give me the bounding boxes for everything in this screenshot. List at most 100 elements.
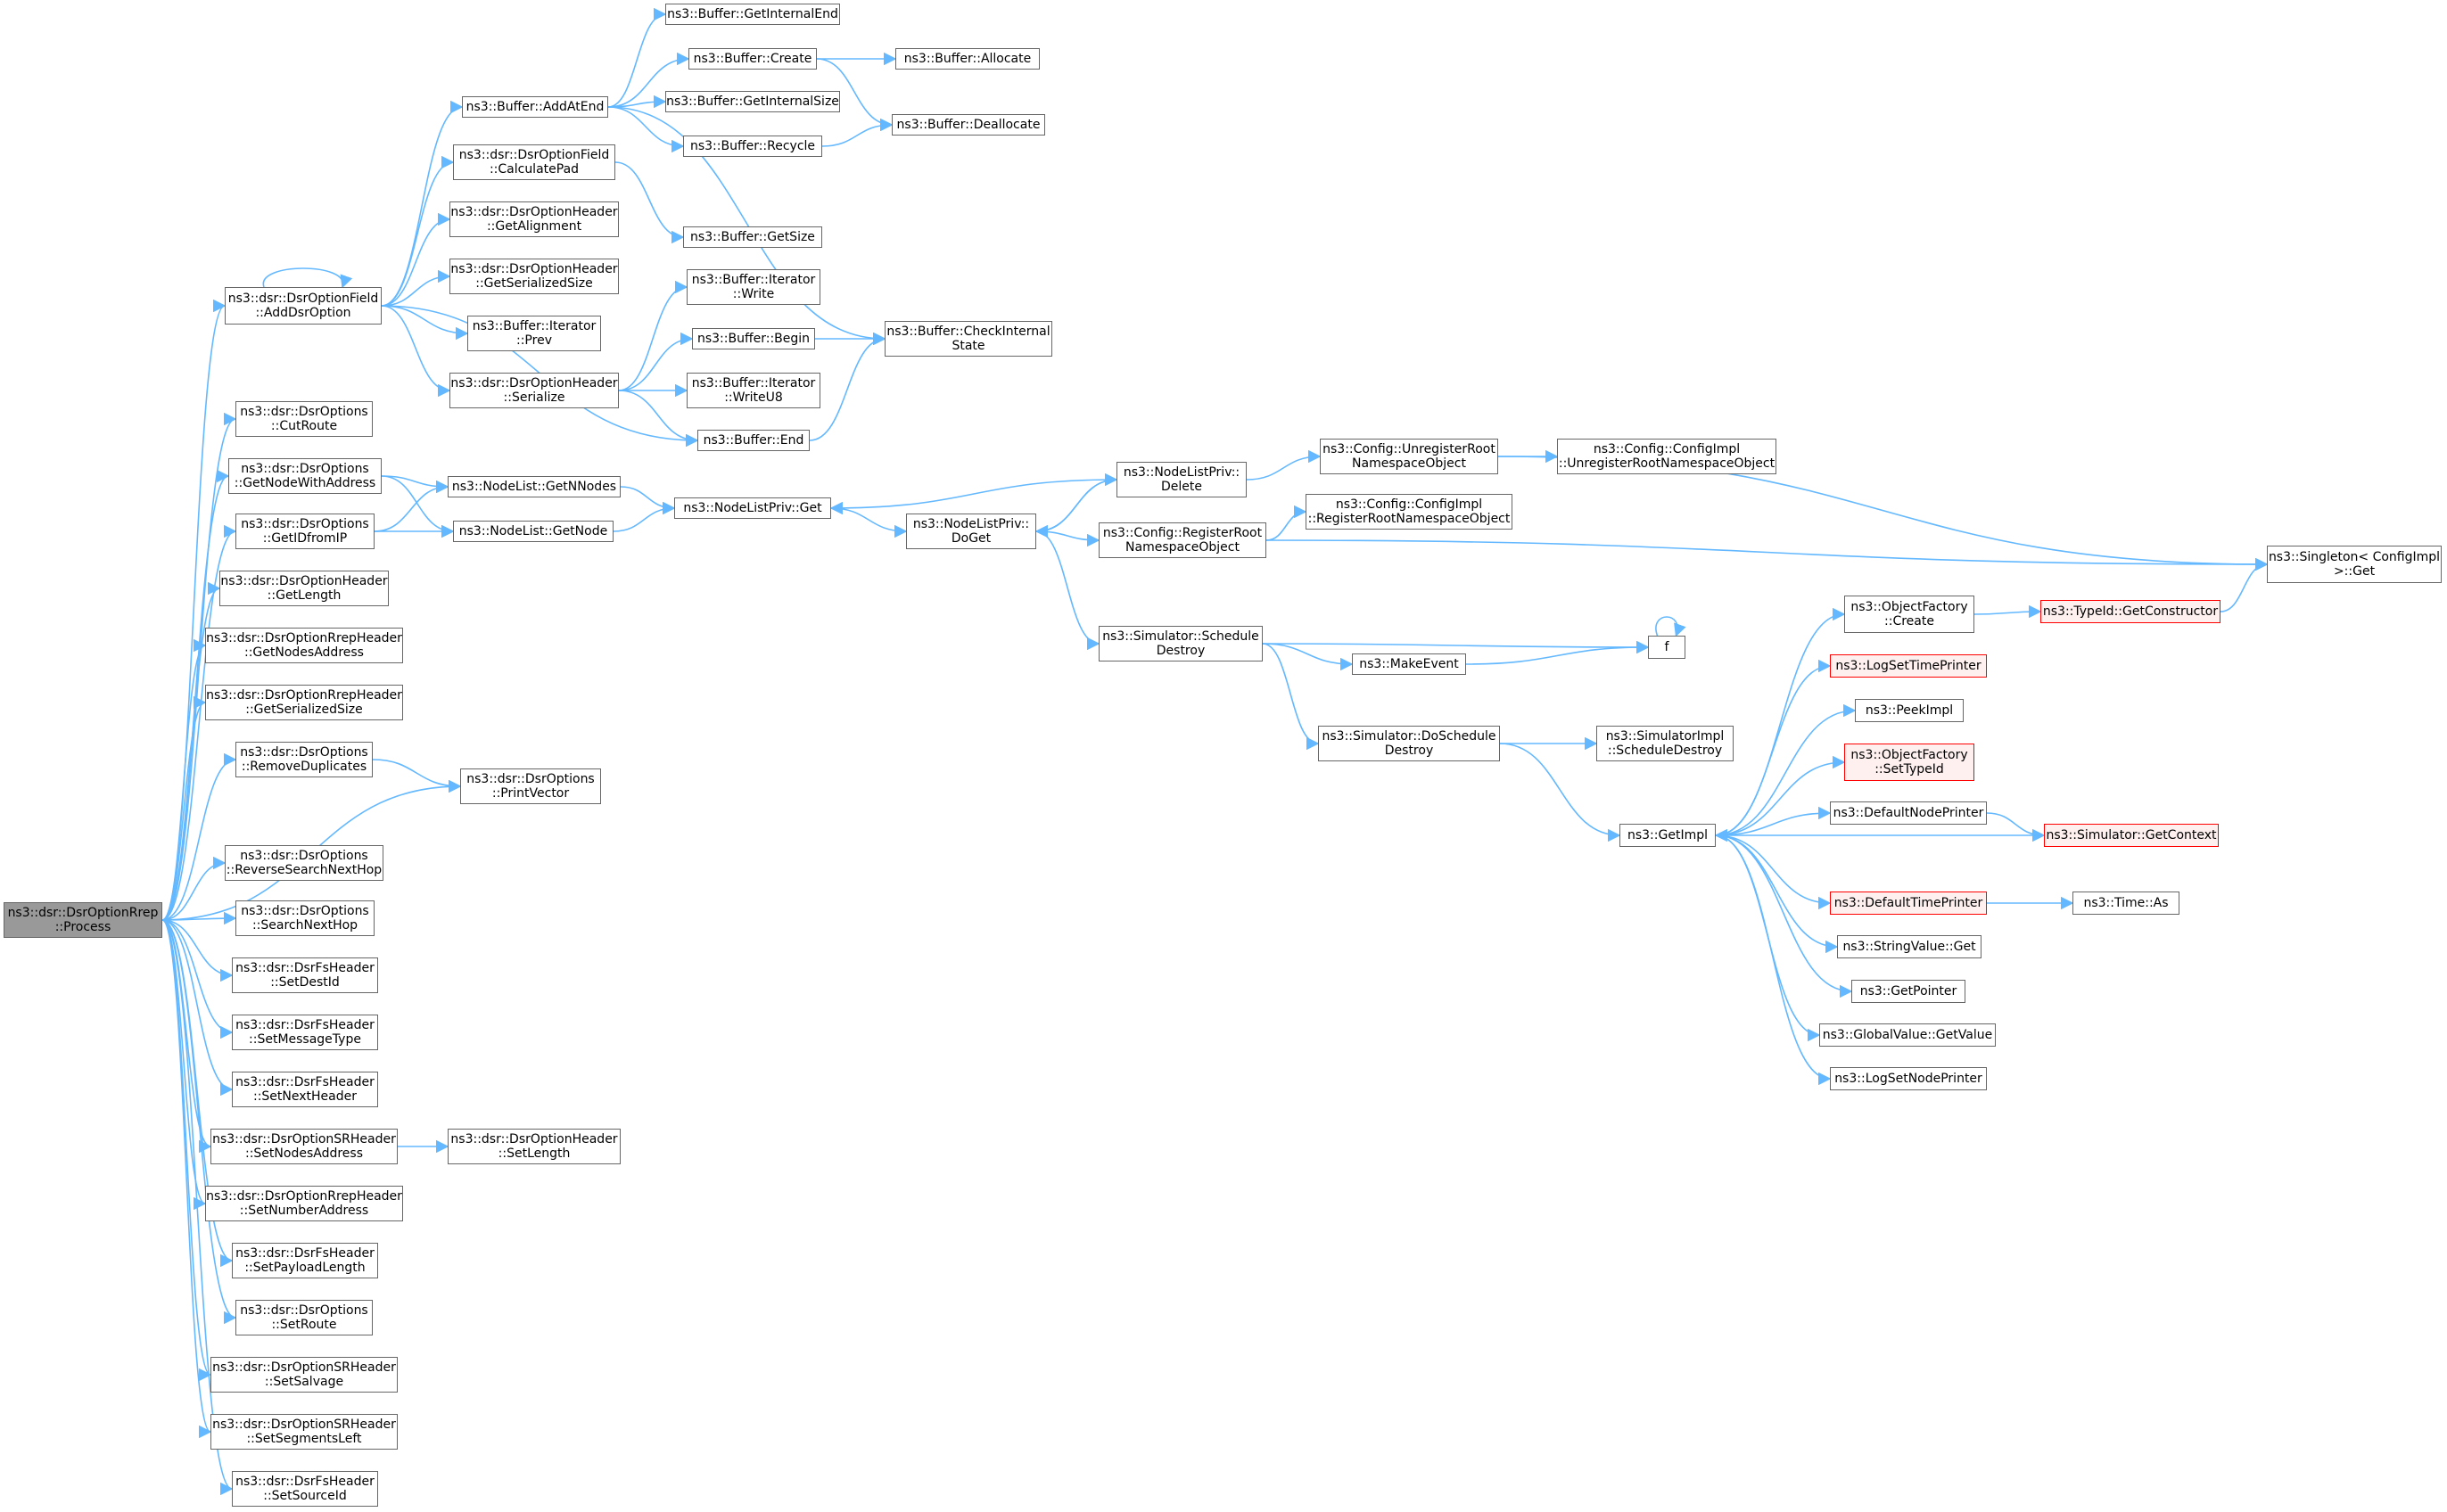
edge-addAtEnd-to-bufRecycle	[607, 106, 685, 153]
edge-addAtEnd-to-bufCreate	[607, 52, 690, 108]
node-buffer-addatend[interactable]: ns3::Buffer::AddAtEnd	[462, 96, 608, 118]
edge-process-to-rrepGetSerializedSize	[161, 695, 207, 921]
node-configimpl-unregisterrootnamespaceobject[interactable]: ns3::Config::ConfigImpl::UnregisterRootN…	[1557, 439, 1776, 474]
node-buffer-begin[interactable]: ns3::Buffer::Begin	[692, 328, 815, 349]
node-logsetnodeprinter[interactable]: ns3::LogSetNodePrinter	[1830, 1067, 1987, 1090]
node-simulatorimpl-scheduledestroy[interactable]: ns3::SimulatorImpl::ScheduleDestroy	[1596, 726, 1734, 761]
node-getpointer[interactable]: ns3::GetPointer	[1851, 980, 1965, 1003]
edge-calculatePad-to-bufGetSize	[614, 161, 685, 244]
node-simulator-getcontext[interactable]: ns3::Simulator::GetContext	[2044, 824, 2219, 847]
node-objectfactory-settypeid[interactable]: ns3::ObjectFactory::SetTypeId	[1844, 744, 1974, 781]
edge-process-to-hdrGetLength	[161, 581, 221, 921]
edge-process-to-removeDuplicates	[161, 752, 237, 921]
node-stringvalue-get[interactable]: ns3::StringValue::Get	[1837, 935, 1981, 958]
node-buffer-iterator-writeu8[interactable]: ns3::Buffer::Iterator::WriteU8	[687, 373, 820, 408]
edge-scheduleDestroy-to-doScheduleDestroy	[1262, 643, 1320, 751]
node-dsroptions-reversesearchnexthop[interactable]: ns3::dsr::DsrOptions::ReverseSearchNextH…	[225, 845, 383, 881]
node-nodelistpriv-doget[interactable]: ns3::NodeListPriv::DoGet	[906, 514, 1036, 549]
node-nodelistpriv-get[interactable]: ns3::NodeListPriv::Get	[674, 497, 831, 519]
edge-getNodeWithAddress-to-nlGetNode	[381, 475, 455, 538]
edge-nlGetNNodes-to-nlpGet	[620, 486, 676, 515]
edge-process-to-setMessageType	[161, 919, 234, 1040]
node-dsroptionrrepheader-setnumberaddress[interactable]: ns3::dsr::DsrOptionRrepHeader::SetNumber…	[205, 1186, 403, 1221]
edge-process-to-setSourceId	[161, 919, 234, 1495]
edge-process-to-rrepSetNumberAddress	[161, 919, 207, 1211]
edge-nlpDelete-to-nlpDoGet	[1034, 479, 1117, 538]
node-typeid-getconstructor[interactable]: ns3::TypeId::GetConstructor	[2040, 600, 2220, 623]
node-dsroptionheader-getserializedsize[interactable]: ns3::dsr::DsrOptionHeader::GetSerialized…	[449, 259, 619, 294]
node-makeevent[interactable]: ns3::MakeEvent	[1352, 653, 1466, 675]
node-nodelist-getnode[interactable]: ns3::NodeList::GetNode	[453, 521, 614, 542]
node-dsrfsheader-setmessagetype[interactable]: ns3::dsr::DsrFsHeader::SetMessageType	[232, 1015, 378, 1050]
edge-addAtEnd-to-getInternalEnd	[607, 7, 667, 108]
node-dsroptions-getidfromip[interactable]: ns3::dsr::DsrOptions::GetIDfromIP	[235, 514, 375, 549]
node-getimpl[interactable]: ns3::GetImpl	[1619, 824, 1716, 847]
node-buffer-deallocate[interactable]: ns3::Buffer::Deallocate	[892, 114, 1045, 136]
node-dsroptionfield-adddsroption[interactable]: ns3::dsr::DsrOptionField::AddDsrOption	[225, 287, 382, 325]
node-buffer-getsize[interactable]: ns3::Buffer::GetSize	[683, 226, 822, 248]
node-peekimpl[interactable]: ns3::PeekImpl	[1855, 699, 1964, 722]
node-buffer-end[interactable]: ns3::Buffer::End	[697, 430, 810, 451]
node-dsroptions-printvector[interactable]: ns3::dsr::DsrOptions::PrintVector	[460, 768, 601, 804]
node-dsroptionsrheader-setsegmentsleft[interactable]: ns3::dsr::DsrOptionSRHeader::SetSegments…	[210, 1414, 398, 1450]
node-dsrfsheader-setnextheader[interactable]: ns3::dsr::DsrFsHeader::SetNextHeader	[232, 1072, 378, 1107]
edge-doScheduleDestroy-to-getImpl	[1499, 743, 1621, 842]
edge-nlpDelete-to-nlpGet	[829, 479, 1117, 515]
node-dsrfsheader-setdestid[interactable]: ns3::dsr::DsrFsHeader::SetDestId	[232, 957, 378, 993]
edge-f-self-loop	[1655, 616, 1686, 637]
node-defaulttimeprinter[interactable]: ns3::DefaultTimePrinter	[1830, 892, 1987, 915]
node-time-as[interactable]: ns3::Time::As	[2072, 892, 2179, 915]
node-dsroptions-removeduplicates[interactable]: ns3::dsr::DsrOptions::RemoveDuplicates	[235, 742, 373, 777]
node-dsroptionfield-calculatepad[interactable]: ns3::dsr::DsrOptionField::CalculatePad	[453, 144, 615, 180]
node-buffer-getinternalend[interactable]: ns3::Buffer::GetInternalEnd	[665, 4, 840, 25]
node-dsroptions-setroute[interactable]: ns3::dsr::DsrOptions::SetRoute	[235, 1300, 373, 1335]
node-nodelistpriv-delete[interactable]: ns3::NodeListPriv::Delete	[1116, 462, 1247, 497]
node-buffer-create[interactable]: ns3::Buffer::Create	[688, 48, 817, 70]
edge-nlpGet-to-nlpDoGet	[830, 507, 908, 538]
edge-process-to-rrepGetNodesAddress	[161, 638, 207, 921]
node-dsroptionsrheader-setsalvage[interactable]: ns3::dsr::DsrOptionSRHeader::SetSalvage	[210, 1357, 398, 1393]
node-dsroptionheader-setlength[interactable]: ns3::dsr::DsrOptionHeader::SetLength	[448, 1129, 621, 1164]
node-globalvalue-getvalue[interactable]: ns3::GlobalValue::GetValue	[1819, 1023, 1996, 1047]
node-f[interactable]: f	[1648, 636, 1685, 659]
node-dsrfsheader-setsourceid[interactable]: ns3::dsr::DsrFsHeader::SetSourceId	[232, 1471, 378, 1507]
edge-getImpl-to-stringValueGet	[1715, 834, 1839, 954]
node-dsroptionsrheader-setnodesaddress[interactable]: ns3::dsr::DsrOptionSRHeader::SetNodesAdd…	[210, 1129, 398, 1164]
node-dsroptionheader-getalignment[interactable]: ns3::dsr::DsrOptionHeader::GetAlignment	[449, 201, 619, 237]
edge-nlGetNode-to-nlpGet	[613, 501, 676, 532]
node-dsroptionrrep-process[interactable]: ns3::dsr::DsrOptionRrep::Process	[4, 902, 162, 938]
node-buffer-iterator-write[interactable]: ns3::Buffer::Iterator::Write	[687, 269, 820, 305]
node-dsroptionrrepheader-getnodesaddress[interactable]: ns3::dsr::DsrOptionRrepHeader::GetNodesA…	[205, 628, 403, 663]
node-buffer-iterator-prev[interactable]: ns3::Buffer::Iterator::Prev	[467, 316, 601, 351]
edge-process-to-addDsrOption	[161, 300, 227, 921]
edge-process-to-setDestId	[161, 919, 234, 982]
node-dsroptionheader-getlength[interactable]: ns3::dsr::DsrOptionHeader::GetLength	[219, 571, 389, 606]
node-buffer-getinternalsize[interactable]: ns3::Buffer::GetInternalSize	[665, 91, 840, 112]
node-dsroptions-searchnexthop[interactable]: ns3::dsr::DsrOptions::SearchNextHop	[235, 900, 375, 936]
node-dsrfsheader-setpayloadlength[interactable]: ns3::dsr::DsrFsHeader::SetPayloadLength	[232, 1243, 378, 1278]
edge-addDsrOption-to-getAlignment	[381, 212, 451, 307]
node-singleton-configimpl-get[interactable]: ns3::Singleton< ConfigImpl >::Get	[2267, 546, 2442, 583]
node-buffer-recycle[interactable]: ns3::Buffer::Recycle	[683, 136, 822, 157]
edge-registerRoot-to-singletonGet	[1265, 539, 2269, 571]
edge-getConstructor-to-singletonGet	[2220, 557, 2269, 612]
node-nodelist-getnnodes[interactable]: ns3::NodeList::GetNNodes	[448, 476, 621, 497]
node-dsroptionheader-serialize[interactable]: ns3::dsr::DsrOptionHeader::Serialize	[449, 373, 619, 408]
node-dsroptions-getnodewithaddress[interactable]: ns3::dsr::DsrOptions::GetNodeWithAddress	[228, 458, 382, 494]
node-defaultnodeprinter[interactable]: ns3::DefaultNodePrinter	[1830, 801, 1987, 825]
edge-addDsrOption-self-loop	[262, 267, 353, 289]
node-buffer-allocate[interactable]: ns3::Buffer::Allocate	[895, 48, 1040, 70]
node-dsroptions-cutroute[interactable]: ns3::dsr::DsrOptions::CutRoute	[235, 401, 373, 437]
edge-addDsrOption-to-iterPrev	[381, 305, 469, 341]
node-dsroptionrrepheader-getserializedsize[interactable]: ns3::dsr::DsrOptionRrepHeader::GetSerial…	[205, 685, 403, 720]
node-objectfactory-create[interactable]: ns3::ObjectFactory::Create	[1844, 596, 1974, 633]
node-logsettimeprinter[interactable]: ns3::LogSetTimePrinter	[1830, 654, 1987, 678]
node-configimpl-registerrootnamespaceobject[interactable]: ns3::Config::ConfigImpl::RegisterRootNam…	[1306, 494, 1512, 530]
